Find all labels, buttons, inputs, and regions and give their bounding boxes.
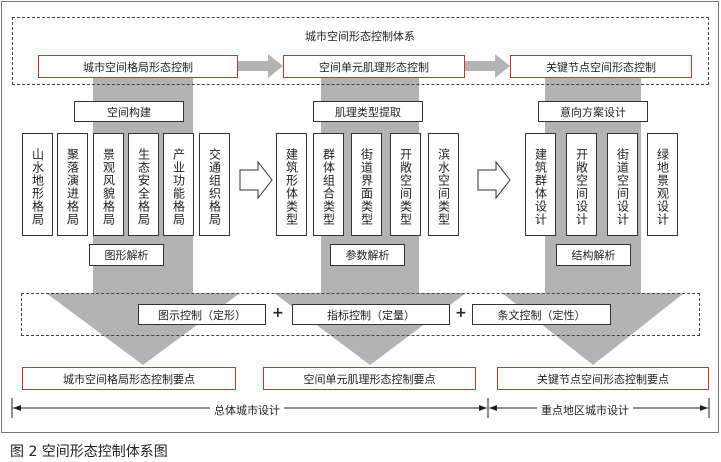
item-label: 绿地景观设计 [655, 148, 670, 226]
item-box: 建筑群体设计 [525, 133, 556, 236]
item-box: 街道空间设计 [607, 133, 638, 236]
figure-frame [1, 1, 719, 433]
item-box: 街道界面类型 [351, 133, 382, 236]
control-box-3: 条文控制（定性） [472, 304, 611, 325]
control-box-2: 指标控制（定量） [292, 304, 450, 325]
item-box: 生态安全格局 [128, 133, 159, 236]
item-box: 交通组织格局 [199, 133, 230, 236]
system-dashed-box [12, 17, 709, 85]
item-box: 绿地景观设计 [647, 133, 678, 236]
step-box-3: 意向方案设计 [538, 101, 648, 122]
hollow-arrow-2 [477, 160, 511, 200]
item-label: 产业功能格局 [171, 148, 186, 226]
system-title: 城市空间形态控制体系 [305, 30, 415, 43]
item-box: 开敞空间设计 [566, 133, 597, 236]
item-box: 开敞空间类型 [390, 133, 421, 236]
item-box: 聚落演进格局 [57, 133, 88, 236]
item-box: 群体组合类型 [313, 133, 344, 236]
arrow-right-1 [238, 54, 283, 78]
item-label: 群体组合类型 [321, 148, 336, 226]
plus-sign: + [272, 305, 284, 321]
item-box: 建筑形体类型 [276, 133, 307, 236]
key-points-box-1: 城市空间格局形态控制要点 [22, 367, 236, 390]
step-box-2: 肌理类型提取 [313, 101, 423, 122]
item-label: 滨水空间类型 [436, 148, 451, 226]
arrow-right-2 [465, 54, 510, 78]
key-points-box-2: 空间单元肌理形态控制要点 [263, 367, 476, 390]
item-label: 建筑形体类型 [284, 148, 299, 226]
level-box-1: 城市空间格局形态控制 [38, 55, 238, 78]
item-label: 街道界面类型 [359, 148, 374, 226]
item-box: 景观风貌格局 [93, 133, 124, 236]
item-label: 开敞空间设计 [574, 148, 589, 226]
level-box-2: 空间单元肌理形态控制 [283, 55, 465, 78]
item-label: 聚落演进格局 [65, 148, 80, 226]
analysis-box-3: 结构解析 [556, 244, 631, 266]
key-points-box-3: 关键节点空间形态控制要点 [497, 367, 709, 390]
analysis-box-2: 参数解析 [330, 244, 405, 266]
scope-label-2: 重点地区城市设计 [537, 402, 633, 418]
item-label: 街道空间设计 [615, 148, 630, 226]
item-label: 山水地形格局 [30, 148, 45, 226]
figure-caption: 图 2 空间形态控制体系图 [10, 444, 168, 460]
item-label: 开敞空间类型 [398, 148, 413, 226]
item-label: 景观风貌格局 [101, 148, 116, 226]
hollow-arrow-1 [239, 160, 273, 200]
plus-sign: + [455, 305, 467, 321]
item-box: 山水地形格局 [22, 133, 53, 236]
item-box: 滨水空间类型 [428, 133, 459, 236]
control-box-1: 图示控制（定形） [138, 304, 266, 325]
item-box: 产业功能格局 [163, 133, 194, 236]
item-label: 建筑群体设计 [533, 148, 548, 226]
analysis-box-1: 图形解析 [89, 244, 164, 266]
item-label: 生态安全格局 [136, 148, 151, 226]
item-label: 交通组织格局 [207, 148, 222, 226]
step-box-1: 空间构建 [74, 101, 184, 122]
level-box-3: 关键节点空间形态控制 [510, 55, 692, 78]
control-dashed-box [21, 293, 700, 336]
scope-label-1: 总体城市设计 [210, 402, 284, 418]
